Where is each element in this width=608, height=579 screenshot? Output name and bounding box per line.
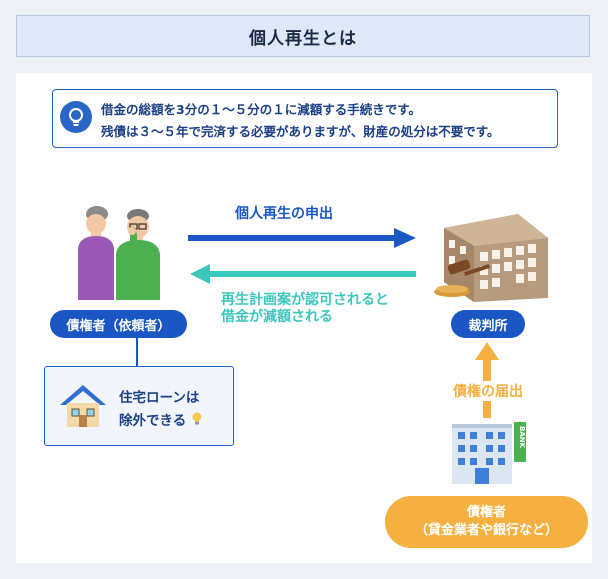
page-title: 個人再生とは xyxy=(249,28,357,49)
approval-label-line-2: 借金が減額される xyxy=(221,309,333,325)
note-line-1: 住宅ローンは xyxy=(119,390,200,406)
court-label-text: 裁判所 xyxy=(468,318,508,334)
bank-icon: BANK xyxy=(448,420,532,490)
title-bar: 個人再生とは xyxy=(16,15,590,57)
creditor-label-line-1: 債権者 xyxy=(466,505,506,520)
lightbulb-icon xyxy=(60,101,92,133)
approval-arrow xyxy=(190,264,416,288)
creditor-label-line-2: （貸金業者や銀行など） xyxy=(414,523,558,538)
claim-report-label: 債権の届出 xyxy=(451,381,525,401)
info-line-1: 借金の総額を3分の１〜５分の１に減額する手続きです。 xyxy=(101,102,421,117)
bank-sign-text: BANK xyxy=(518,426,526,449)
courthouse-icon xyxy=(432,212,552,308)
debtor-people-illustration xyxy=(72,200,172,306)
note-line-2: 除外できる xyxy=(119,413,187,429)
small-lightbulb-icon xyxy=(191,411,203,430)
approval-label-line-1: 再生計画案が認可されると xyxy=(221,292,389,308)
debtor-label: 債権者（依頼者） xyxy=(50,310,187,338)
application-arrow xyxy=(188,228,416,252)
info-line-2: 残債は３〜５年で完済する必要がありますが、財産の処分は不要です。 xyxy=(101,124,500,139)
note-connector xyxy=(136,338,138,366)
court-label: 裁判所 xyxy=(451,310,525,338)
creditor-label: 債権者 （貸金業者や銀行など） xyxy=(385,496,588,548)
debtor-label-text: 債権者（依頼者） xyxy=(66,318,171,334)
application-label: 個人再生の申出 xyxy=(235,206,333,222)
info-box xyxy=(52,89,558,148)
note-line-2-wrap: 除外できる xyxy=(119,409,203,430)
house-icon xyxy=(58,381,108,435)
